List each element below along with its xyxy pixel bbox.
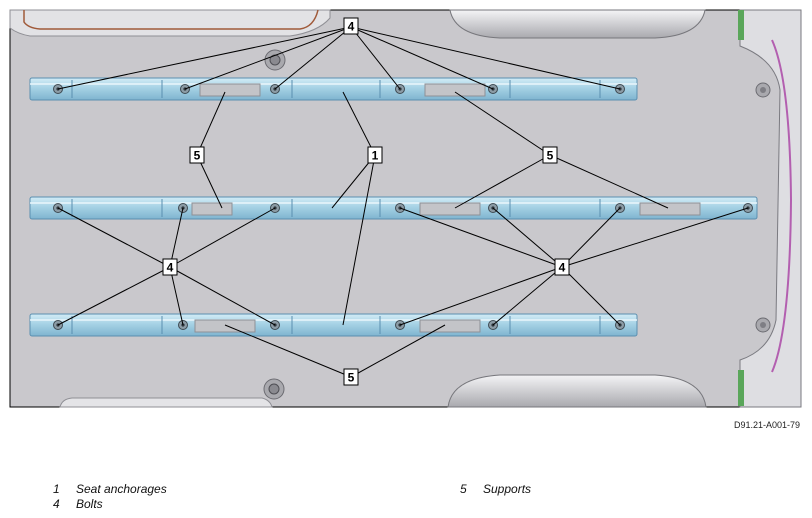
legend-label: Supports bbox=[483, 482, 532, 496]
callout-bolts-right: 4 bbox=[554, 258, 570, 276]
svg-text:5: 5 bbox=[194, 149, 201, 163]
svg-text:5: 5 bbox=[348, 371, 355, 385]
right-side-seal bbox=[771, 39, 793, 373]
callout-bolts-left: 4 bbox=[162, 258, 178, 276]
callout-bolts-top: 4 bbox=[343, 17, 359, 35]
legend-label: Seat anchorages bbox=[76, 482, 167, 496]
legend-number: 4 bbox=[53, 497, 60, 511]
wheel-arch-bottom bbox=[447, 374, 707, 408]
legend-item-seat-anchorages: 1 Seat anchorages bbox=[0, 482, 400, 498]
svg-text:4: 4 bbox=[559, 261, 566, 275]
legend-number: 1 bbox=[53, 482, 60, 496]
leader-lines bbox=[57, 26, 749, 378]
legend-item-bolts: 4 Bolts bbox=[0, 497, 400, 513]
legend-number: 5 bbox=[460, 482, 467, 496]
top-left-trim-rim bbox=[23, 9, 319, 30]
right-green-trim-bottom bbox=[738, 370, 744, 406]
legend-label: Bolts bbox=[76, 497, 103, 511]
svg-text:5: 5 bbox=[547, 149, 554, 163]
figure-reference: D91.21-A001-79 bbox=[733, 420, 800, 430]
top-left-trim bbox=[9, 9, 331, 37]
grommet-icon bbox=[755, 82, 771, 98]
wheel-arch-top bbox=[449, 9, 706, 39]
svg-text:4: 4 bbox=[348, 20, 355, 34]
callout-supports-bottom: 5 bbox=[343, 368, 359, 386]
callout-supports-right: 5 bbox=[542, 146, 558, 164]
seat-rail-top bbox=[29, 77, 638, 101]
callout-seat-anchorages: 1 bbox=[367, 146, 383, 164]
grommet-icon bbox=[755, 317, 771, 333]
bottom-left-trim bbox=[59, 397, 273, 408]
legend-item-supports: 5 Supports bbox=[400, 482, 800, 498]
seat-rail-bottom bbox=[29, 313, 638, 337]
callout-supports-left: 5 bbox=[189, 146, 205, 164]
right-green-trim-top bbox=[738, 10, 744, 40]
grommet-icon bbox=[263, 378, 285, 400]
svg-text:1: 1 bbox=[372, 149, 379, 163]
seat-rail-middle bbox=[29, 196, 758, 220]
svg-text:4: 4 bbox=[167, 261, 174, 275]
